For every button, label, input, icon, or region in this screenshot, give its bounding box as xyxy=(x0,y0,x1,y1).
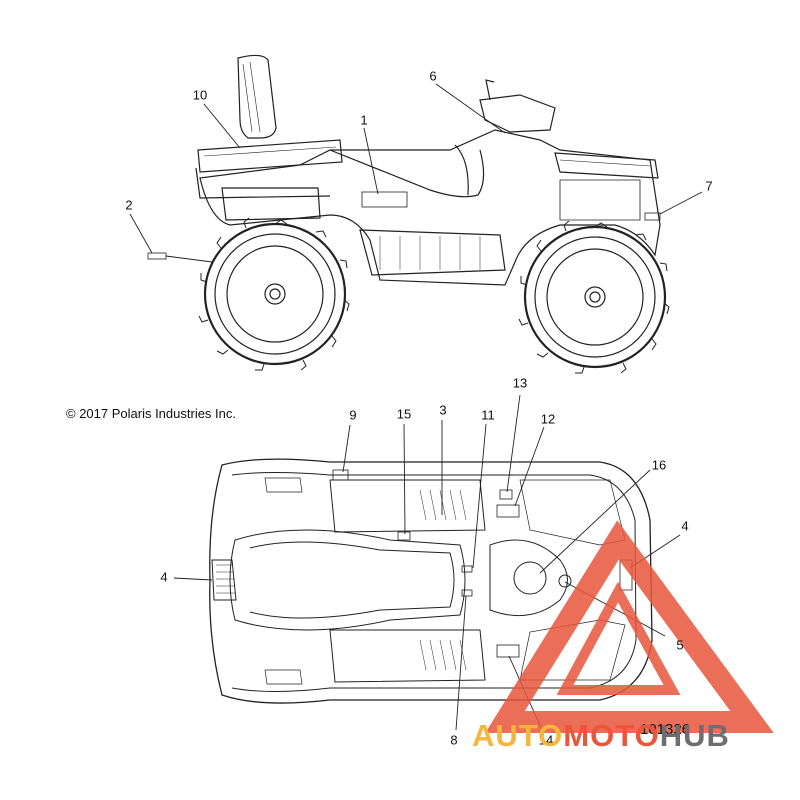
watermark-logo xyxy=(485,520,774,733)
callout-10: 10 xyxy=(192,87,208,103)
rear-wheel xyxy=(198,217,350,371)
callout-8: 8 xyxy=(450,732,458,748)
atv-side-view xyxy=(147,54,670,374)
callout-1: 1 xyxy=(360,112,368,128)
watermark-text: AUTOMOTOHUB xyxy=(472,718,730,754)
copyright-notice: © 2017 Polaris Industries Inc. xyxy=(66,406,236,421)
front-wheel xyxy=(518,220,670,374)
callout-2: 2 xyxy=(125,197,133,213)
callout-9: 9 xyxy=(349,407,357,423)
callout-12: 12 xyxy=(540,411,556,427)
callout-5: 5 xyxy=(676,637,684,653)
callout-16: 16 xyxy=(651,457,667,473)
callout-14: 14 xyxy=(538,732,554,748)
diagram-part-number: 101326 xyxy=(640,721,691,738)
callout-15: 15 xyxy=(396,406,412,422)
watermark-text-auto: AUTO xyxy=(472,718,564,753)
watermark-text-hub: HUB xyxy=(659,718,730,753)
watermark-text-moto: MOTO xyxy=(563,718,660,753)
callout-4-left: 4 xyxy=(160,569,168,585)
callout-13: 13 xyxy=(512,375,528,391)
callout-4-right: 4 xyxy=(681,518,689,534)
callout-11: 11 xyxy=(481,407,495,423)
callout-6: 6 xyxy=(429,68,437,84)
callout-7: 7 xyxy=(705,178,713,194)
callout-3: 3 xyxy=(439,402,447,418)
